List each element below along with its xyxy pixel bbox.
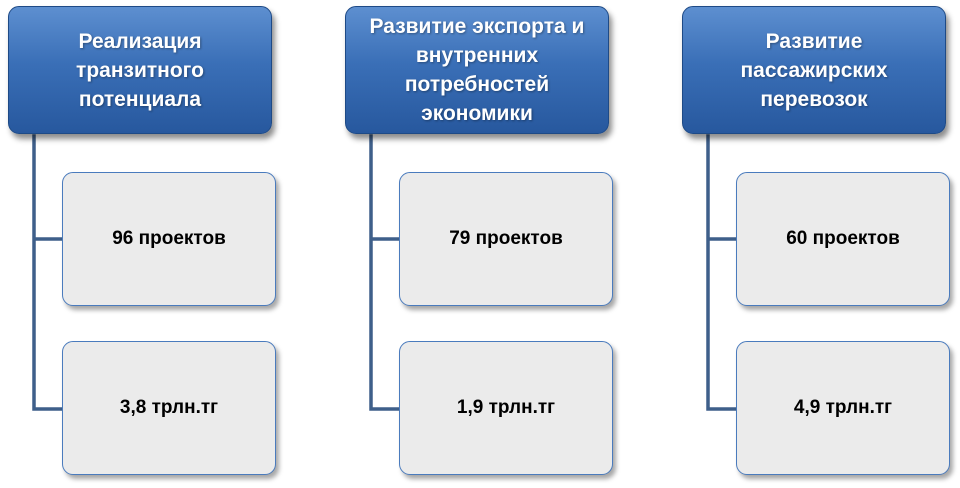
amount-box-col1: 3,8 трлн.тг xyxy=(62,341,276,475)
header-export-development: Развитие экспорта и внутренних потребнос… xyxy=(345,6,609,134)
amount-box-col2: 1,9 трлн.тг xyxy=(399,341,613,475)
investment-amount: 4,9 трлн.тг xyxy=(793,397,893,418)
header-passenger-transport: Развитие пассажирских перевозок xyxy=(682,6,946,134)
investment-amount: 1,9 трлн.тг xyxy=(456,397,556,418)
projects-box-col3: 60 проектов xyxy=(736,172,950,306)
amount-box-col3: 4,9 трлн.тг xyxy=(736,341,950,475)
connector-col2 xyxy=(369,134,401,411)
projects-count: 96 проектов xyxy=(112,228,226,249)
projects-count: 60 проектов xyxy=(786,228,900,249)
header-transit-potential: Реализация транзитного потенциала xyxy=(8,6,272,134)
projects-box-col2: 79 проектов xyxy=(399,172,613,306)
connector-col1 xyxy=(32,134,64,411)
header-title: Реализация транзитного потенциала xyxy=(76,29,204,111)
projects-box-col1: 96 проектов xyxy=(62,172,276,306)
investment-amount: 3,8 трлн.тг xyxy=(119,397,219,418)
header-title: Развитие экспорта и внутренних потребнос… xyxy=(369,15,585,125)
connector-col3 xyxy=(706,134,738,411)
projects-count: 79 проектов xyxy=(449,228,563,249)
header-title: Развитие пассажирских перевозок xyxy=(740,29,888,111)
